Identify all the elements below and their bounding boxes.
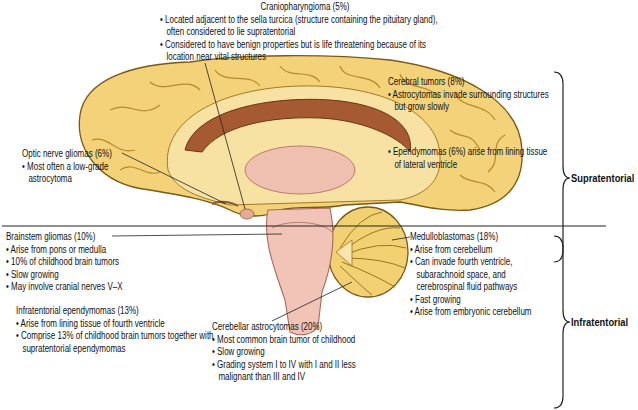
- tumor-heading: Optic nerve gliomas (6%): [22, 148, 140, 161]
- callout-group: Cerebellar astrocytomas (20%)• Most comm…: [212, 321, 360, 384]
- callout-group: Optic nerve gliomas (6%)• Most often a l…: [22, 148, 140, 186]
- callout-group: Supratentorial: [571, 172, 637, 185]
- bullet-note: • Arise from pons or medulla: [6, 244, 206, 257]
- tentorium-line: [2, 226, 606, 227]
- gyrus-line: [460, 175, 495, 192]
- tumor-heading: Brainstem gliomas (10%): [6, 231, 206, 244]
- gyrus-line: [280, 66, 320, 82]
- tumor-heading: Craniopharyngioma (5%): [160, 1, 450, 14]
- leader-line: [122, 153, 226, 204]
- region-label: Infratentorial: [571, 316, 637, 329]
- callout-group: Brainstem gliomas (10%)• Arise from pons…: [6, 231, 206, 294]
- arbor-vitae: [336, 240, 352, 266]
- bullet-note: • Astrocytomas invade surrounding struct…: [388, 89, 553, 114]
- callout-group: Craniopharyngioma (5%)• Located adjacent…: [160, 1, 450, 64]
- gyrus-line: [215, 70, 260, 86]
- callout-group: Medulloblastomas (18%)• Arise from cereb…: [410, 231, 555, 319]
- leader-line: [112, 234, 282, 236]
- bullet-note: • May involve cranial nerves V–X: [6, 281, 206, 294]
- leader-lines: [112, 63, 410, 321]
- bullet-note: • Slow growing: [6, 269, 206, 282]
- callout-group: Cerebral tumors (8%)• Astrocytomas invad…: [388, 76, 553, 114]
- cerebellum: [328, 207, 408, 297]
- gyrus-line: [120, 167, 160, 173]
- folia-line: [340, 266, 372, 295]
- gyrus-line: [340, 66, 380, 88]
- bullet-note: • Ependymomas (6%) arise from lining tis…: [388, 146, 553, 171]
- region-label: Supratentorial: [571, 172, 637, 185]
- callout-group: • Ependymomas (6%) arise from lining tis…: [388, 146, 553, 171]
- bracket: [554, 236, 570, 408]
- bullet-note: • Arise from lining tissue of fourth ven…: [16, 318, 231, 331]
- brainstem: [266, 208, 332, 335]
- pons-line: [272, 222, 332, 232]
- corpus-callosum: [185, 99, 411, 152]
- tumor-heading: Cerebellar astrocytomas (20%): [212, 321, 360, 334]
- bracket: [554, 72, 570, 262]
- bullet-note: • Located adjacent to the sella turcica …: [160, 14, 450, 39]
- tumor-heading: Cerebral tumors (8%): [388, 76, 553, 89]
- bullet-note: • Most often a low-grade astrocytoma: [22, 161, 140, 186]
- bullet-note: • Arise from cerebellum: [410, 244, 555, 257]
- bullet-note: • Can invade fourth ventricle, subarachn…: [410, 256, 555, 294]
- bullet-note: • Most common brain tumor of childhood: [212, 334, 360, 347]
- leader-line: [272, 282, 352, 321]
- callout-group: Infratentorial: [571, 316, 637, 329]
- bullet-note: • Arise from embryonic cerebellum: [410, 306, 555, 319]
- bullet-note: • 10% of childhood brain tumors: [6, 256, 206, 269]
- gyrus-line: [150, 82, 200, 90]
- thalamus: [245, 146, 355, 194]
- pituitary-gland: [240, 209, 254, 219]
- leader-line: [205, 63, 245, 209]
- leader-line: [392, 237, 410, 240]
- tumor-heading: Medulloblastomas (18%): [410, 231, 555, 244]
- folia-line: [340, 212, 382, 248]
- bullet-note: • Fast growing: [410, 294, 555, 307]
- bullet-note: • Considered to have benign properties b…: [160, 39, 450, 64]
- bullet-note: • Slow growing: [212, 346, 360, 359]
- folia-line: [344, 245, 406, 255]
- bullet-note: • Grading system I to IV with I and II l…: [212, 359, 360, 384]
- gyrus-line: [110, 105, 160, 111]
- callout-group: Infratentorial ependymomas (13%)• Arise …: [16, 305, 231, 355]
- tumor-heading: Infratentorial ependymomas (13%): [16, 305, 231, 318]
- bullet-note: • Comprise 13% of childhood brain tumors…: [16, 330, 231, 355]
